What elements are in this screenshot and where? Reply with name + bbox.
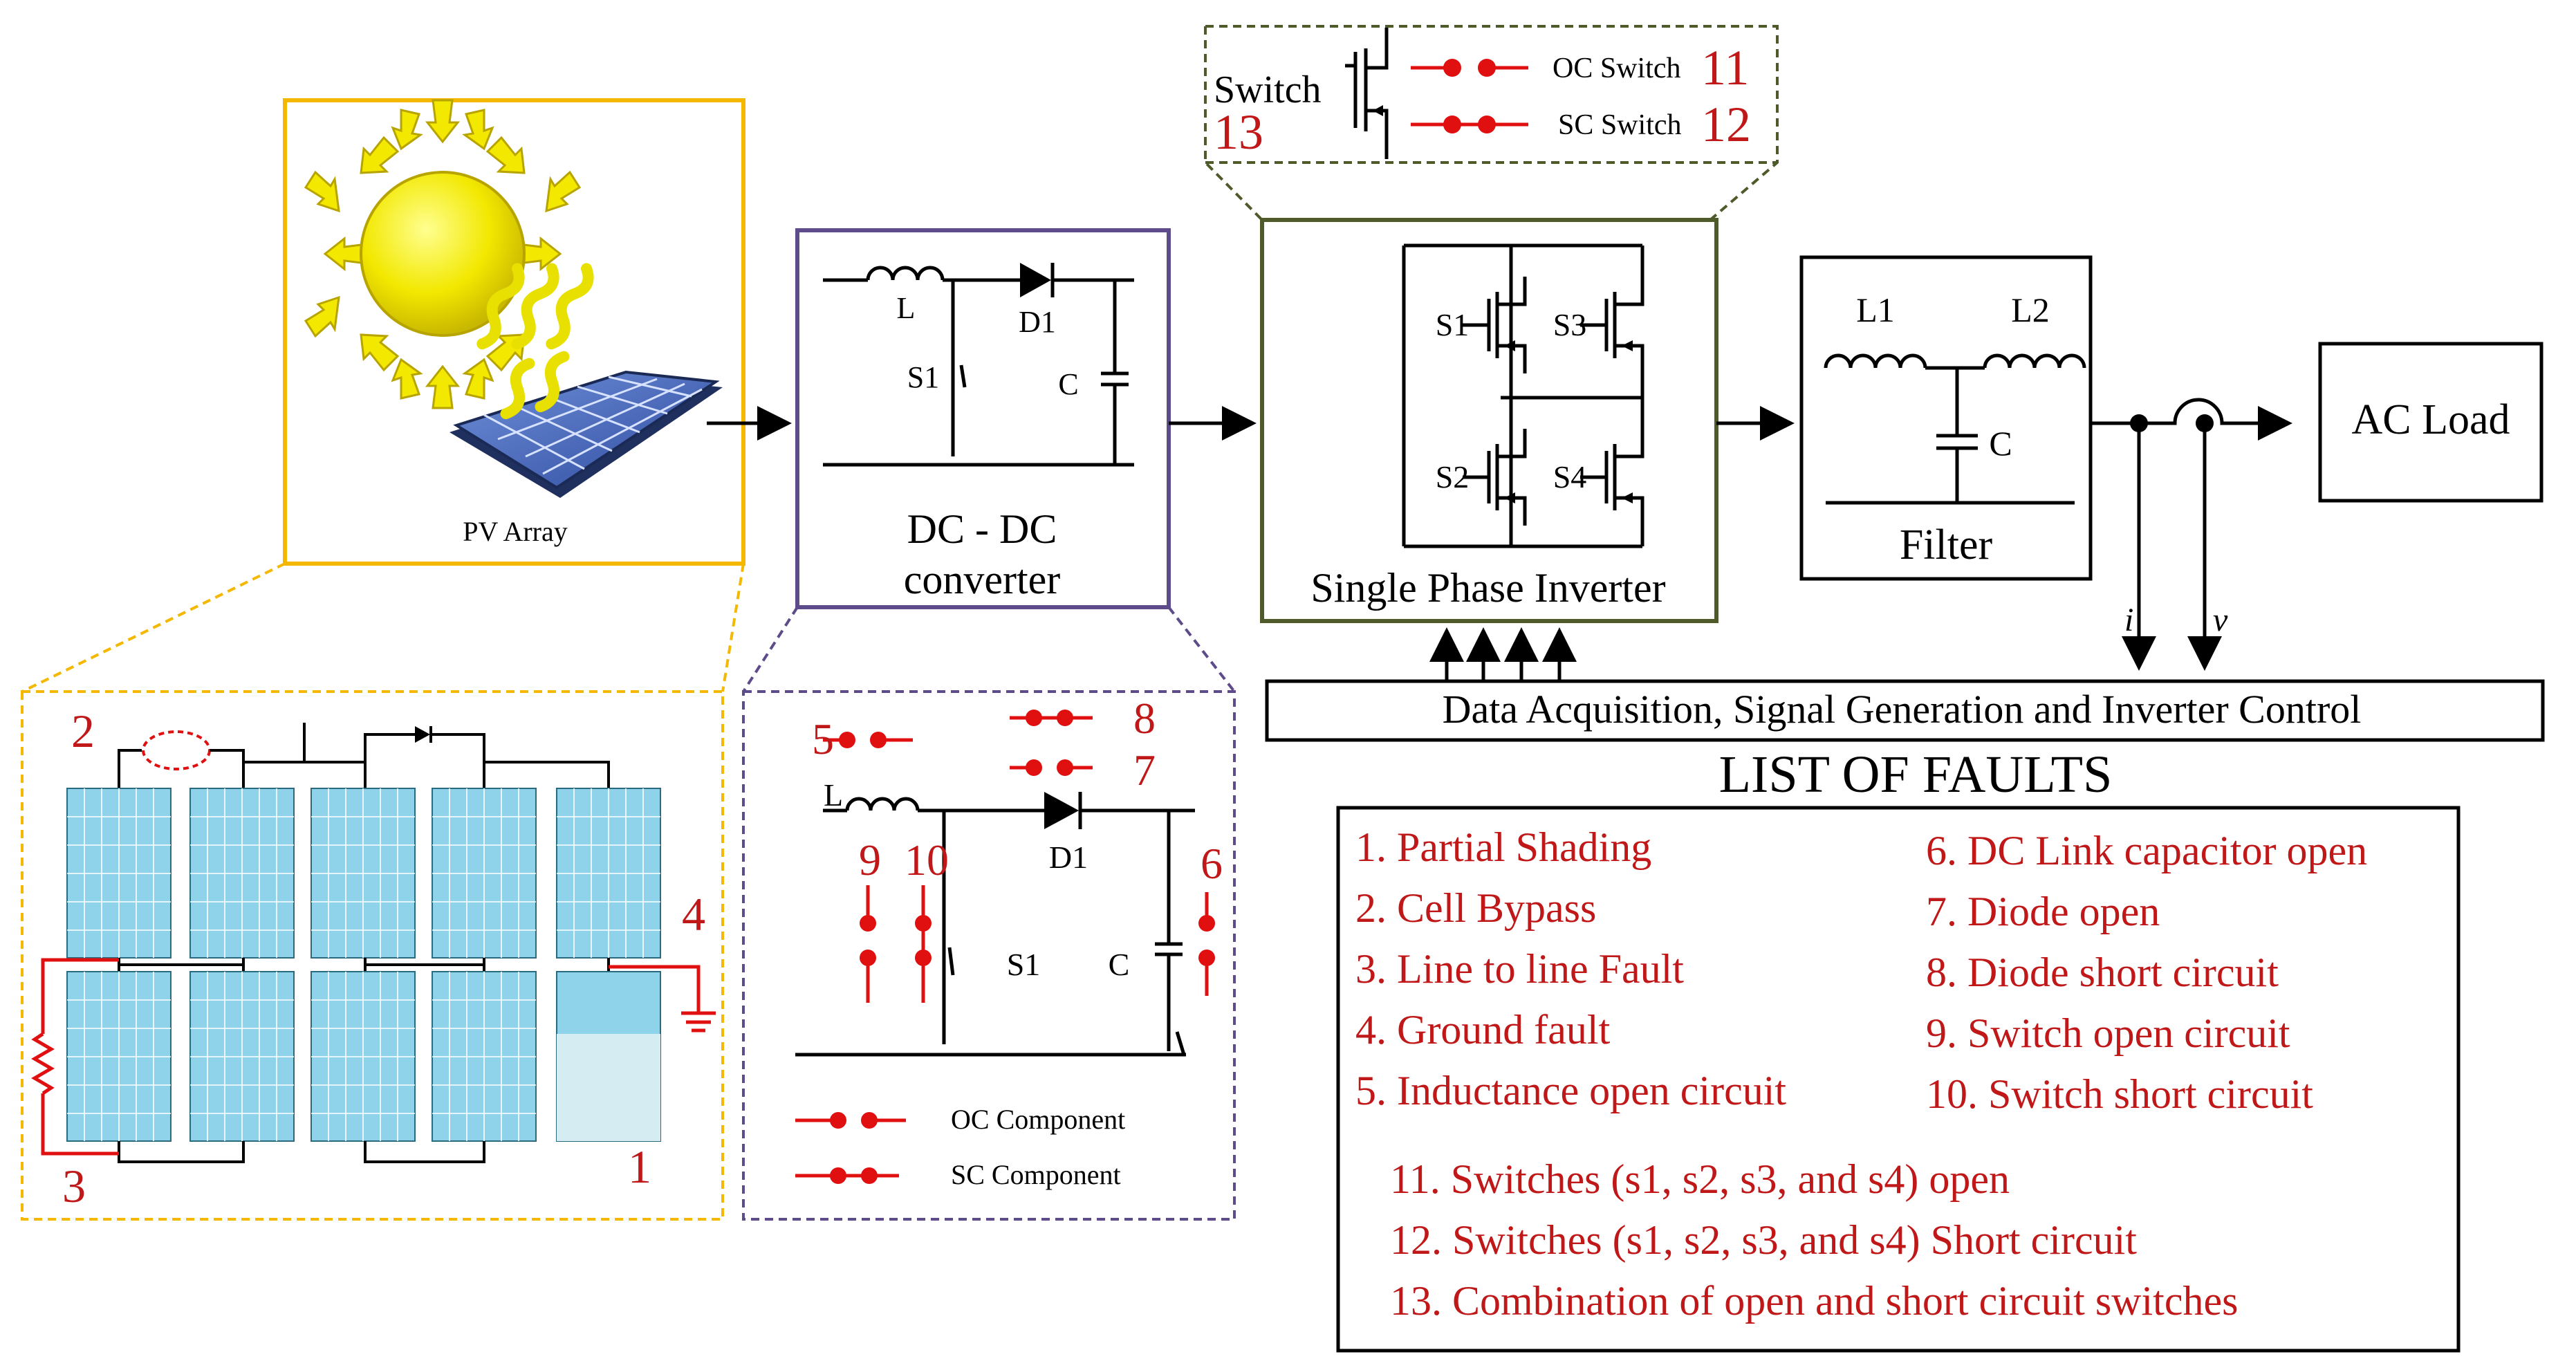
inverter-label-S1: S1 (1436, 307, 1470, 342)
fault-list: LIST OF FAULTS 1. Partial Shading 2. Cel… (1336, 746, 2461, 1353)
daq-block: Data Acquisition, Signal Generation and … (1265, 627, 2545, 742)
fault-item: 6. DC Link capacitor open (1926, 828, 2367, 873)
dc-fault-10: 10 (905, 835, 949, 885)
inverter-label-S3: S3 (1553, 307, 1587, 342)
dc-fault-5: 5 (812, 714, 834, 763)
dc-fault-6: 6 (1201, 839, 1223, 888)
fault-item: 10. Switch short circuit (1926, 1071, 2313, 1117)
pv-fault-4: 4 (682, 888, 705, 941)
dcdc-label-C: C (1058, 367, 1078, 401)
dc-fault-7: 7 (1133, 746, 1156, 795)
inductance-oc-marker (823, 732, 913, 748)
dc-detail-C: C (1109, 947, 1130, 982)
switch-fault-12: 12 (1701, 97, 1751, 152)
switch-fault-11: 11 (1701, 40, 1749, 95)
sc-switch-label: SC Switch (1558, 109, 1682, 141)
fault-item: 12. Switches (s1, s2, s3, and s4) Short … (1390, 1217, 2137, 1263)
diode-sc-marker (1010, 710, 1093, 726)
pv-array-label: PV Array (463, 516, 567, 547)
pv-module (66, 971, 661, 1142)
diode-icon (1020, 263, 1051, 297)
capacitor-oc-marker (1198, 892, 1215, 996)
fault-item: 1. Partial Shading (1355, 824, 1651, 870)
filter-label-L2: L2 (2011, 290, 2050, 329)
fault-item: 13. Combination of open and short circui… (1390, 1278, 2238, 1324)
ac-load-block: AC Load (2318, 342, 2543, 503)
sc-switch-symbol (1411, 115, 1528, 133)
inverter-label-S2: S2 (1436, 459, 1470, 494)
ac-load-label: AC Load (2351, 396, 2510, 443)
dc-fault-9: 9 (859, 835, 881, 885)
sc-component-label: SC Component (951, 1159, 1121, 1190)
voltage-label: v (2213, 602, 2228, 638)
dc-detail-L: L (824, 777, 843, 813)
fault-item: 11. Switches (s1, s2, s3, and s4) open (1390, 1156, 2010, 1202)
dcdc-title-line1: DC - DC (907, 506, 1057, 552)
daq-label: Data Acquisition, Signal Generation and … (1443, 687, 2362, 732)
partial-shading-marker (557, 1034, 660, 1141)
oc-switch-label: OC Switch (1553, 53, 1681, 84)
dcdc-circuit (823, 263, 1134, 467)
fault-item: 3. Line to line Fault (1355, 946, 1684, 992)
pv-array-block: PV Array (283, 98, 745, 566)
dc-fault-8: 8 (1133, 694, 1156, 743)
pv-fault-detail: 2 4 3 1 (21, 562, 745, 1221)
dcdc-fault-detail: 5 8 7 9 10 6 L D1 S1 C OC Component SC C… (742, 606, 1236, 1221)
solar-panel-icon (450, 370, 723, 498)
dcdc-title-line2: converter (904, 557, 1061, 602)
switch-sc-marker (915, 885, 932, 1003)
current-label: i (2124, 602, 2133, 638)
cell-bypass-marker (142, 730, 211, 770)
dcdc-label-D1: D1 (1019, 305, 1056, 339)
switch-fault-detail: Switch 13 OC Switch 11 SC Switch 12 (1204, 25, 1779, 221)
switch-label: Switch (1214, 68, 1322, 111)
dc-detail-D1: D1 (1049, 840, 1088, 875)
oc-component-legend: OC Component (795, 1104, 1125, 1135)
oc-component-label: OC Component (951, 1104, 1125, 1135)
inverter-block: S1 S3 S2 S4 Single Phase Inverter (1260, 218, 1718, 623)
dcdc-label-L: L (897, 291, 916, 325)
fault-item: 8. Diode short circuit (1926, 950, 2279, 995)
filter-label-C: C (1989, 424, 2012, 463)
fault-item: 9. Switch open circuit (1926, 1010, 2290, 1056)
sc-component-legend: SC Component (795, 1159, 1121, 1190)
fault-item: 2. Cell Bypass (1355, 885, 1596, 931)
pv-module (66, 788, 661, 959)
output-line: i v (2091, 398, 2292, 671)
fault-item: 4. Ground fault (1355, 1007, 1611, 1053)
inverter-label-S4: S4 (1553, 459, 1587, 494)
diode-oc-marker (1010, 759, 1093, 776)
fault-list-title: LIST OF FAULTS (1719, 746, 2113, 804)
sun-icon (304, 99, 582, 409)
switch-oc-marker (860, 885, 876, 1003)
fault-item: 5. Inductance open circuit (1355, 1068, 1786, 1113)
filter-title: Filter (1900, 521, 1993, 568)
pv-fault-1: 1 (628, 1140, 651, 1193)
dc-detail-S1: S1 (1007, 947, 1041, 982)
switch-fault-13: 13 (1214, 104, 1263, 160)
oc-switch-symbol (1411, 59, 1528, 77)
filter-label-L1: L1 (1856, 290, 1895, 329)
dcdc-converter-block: L D1 S1 C DC - DC converter (795, 228, 1171, 609)
dcdc-label-S1: S1 (907, 360, 939, 394)
pv-fault-3: 3 (62, 1160, 86, 1212)
pv-fault-2: 2 (71, 705, 95, 757)
filter-block: L1 L2 C Filter (1799, 255, 2093, 581)
inverter-title: Single Phase Inverter (1310, 565, 1665, 611)
heat-wave-icon (476, 263, 594, 420)
fault-item: 7. Diode open (1926, 889, 2160, 934)
